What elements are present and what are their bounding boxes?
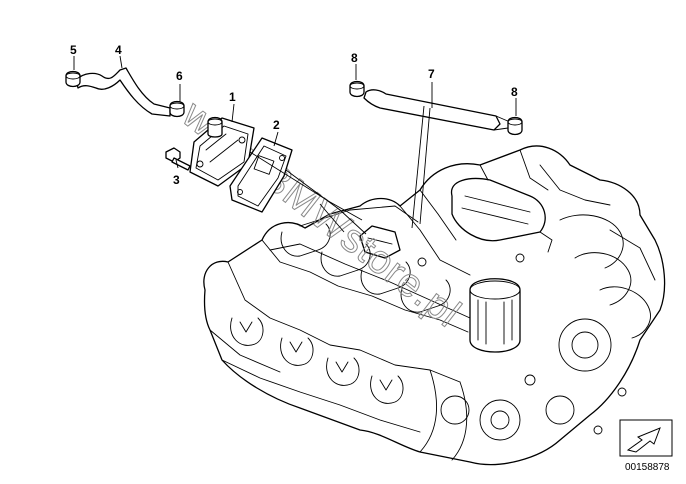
callout-8-left: 8	[351, 51, 358, 65]
part-4-vent-hose[interactable]	[75, 67, 171, 117]
part-8-hose-clamp-left[interactable]	[349, 80, 365, 98]
part-1-oil-separator[interactable]	[189, 116, 255, 187]
callout-7: 7	[428, 67, 435, 81]
part-8-hose-clamp-right[interactable]	[507, 116, 523, 136]
reference-number: 00158878	[625, 462, 670, 473]
callout-2: 2	[273, 118, 280, 132]
part-7-vent-hose[interactable]	[363, 89, 511, 131]
callout-3: 3	[173, 173, 180, 187]
callout-1: 1	[229, 90, 236, 104]
part-2-gasket[interactable]	[229, 137, 293, 213]
callout-4: 4	[115, 43, 122, 57]
part-5-hose-clamp[interactable]	[65, 70, 81, 88]
callout-8-right: 8	[511, 85, 518, 99]
engine-block	[203, 145, 666, 466]
leader-lines	[73, 55, 517, 235]
callout-6: 6	[176, 69, 183, 83]
orientation-arrow-icon	[619, 419, 673, 457]
part-6-hose-clamp[interactable]	[169, 100, 185, 118]
callout-5: 5	[70, 43, 77, 57]
